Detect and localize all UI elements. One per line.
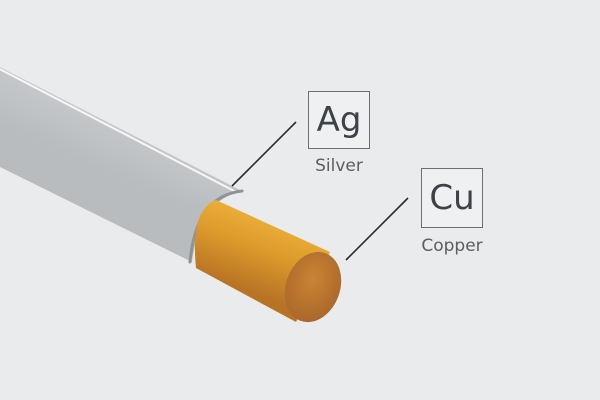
silver-symbol: Ag [316,100,362,140]
silver-coating [0,67,242,262]
silver-name-label: Silver [315,156,363,176]
silver-highlight [0,68,239,194]
copper-end-face [284,251,342,323]
copper-leader-line [345,197,409,261]
copper-symbol: Cu [429,178,475,218]
silver-leader-line [231,121,297,187]
copper-symbol-box: Cu [421,168,483,228]
silver-symbol-box: Ag [308,91,370,149]
copper-name-label: Copper [421,236,483,256]
